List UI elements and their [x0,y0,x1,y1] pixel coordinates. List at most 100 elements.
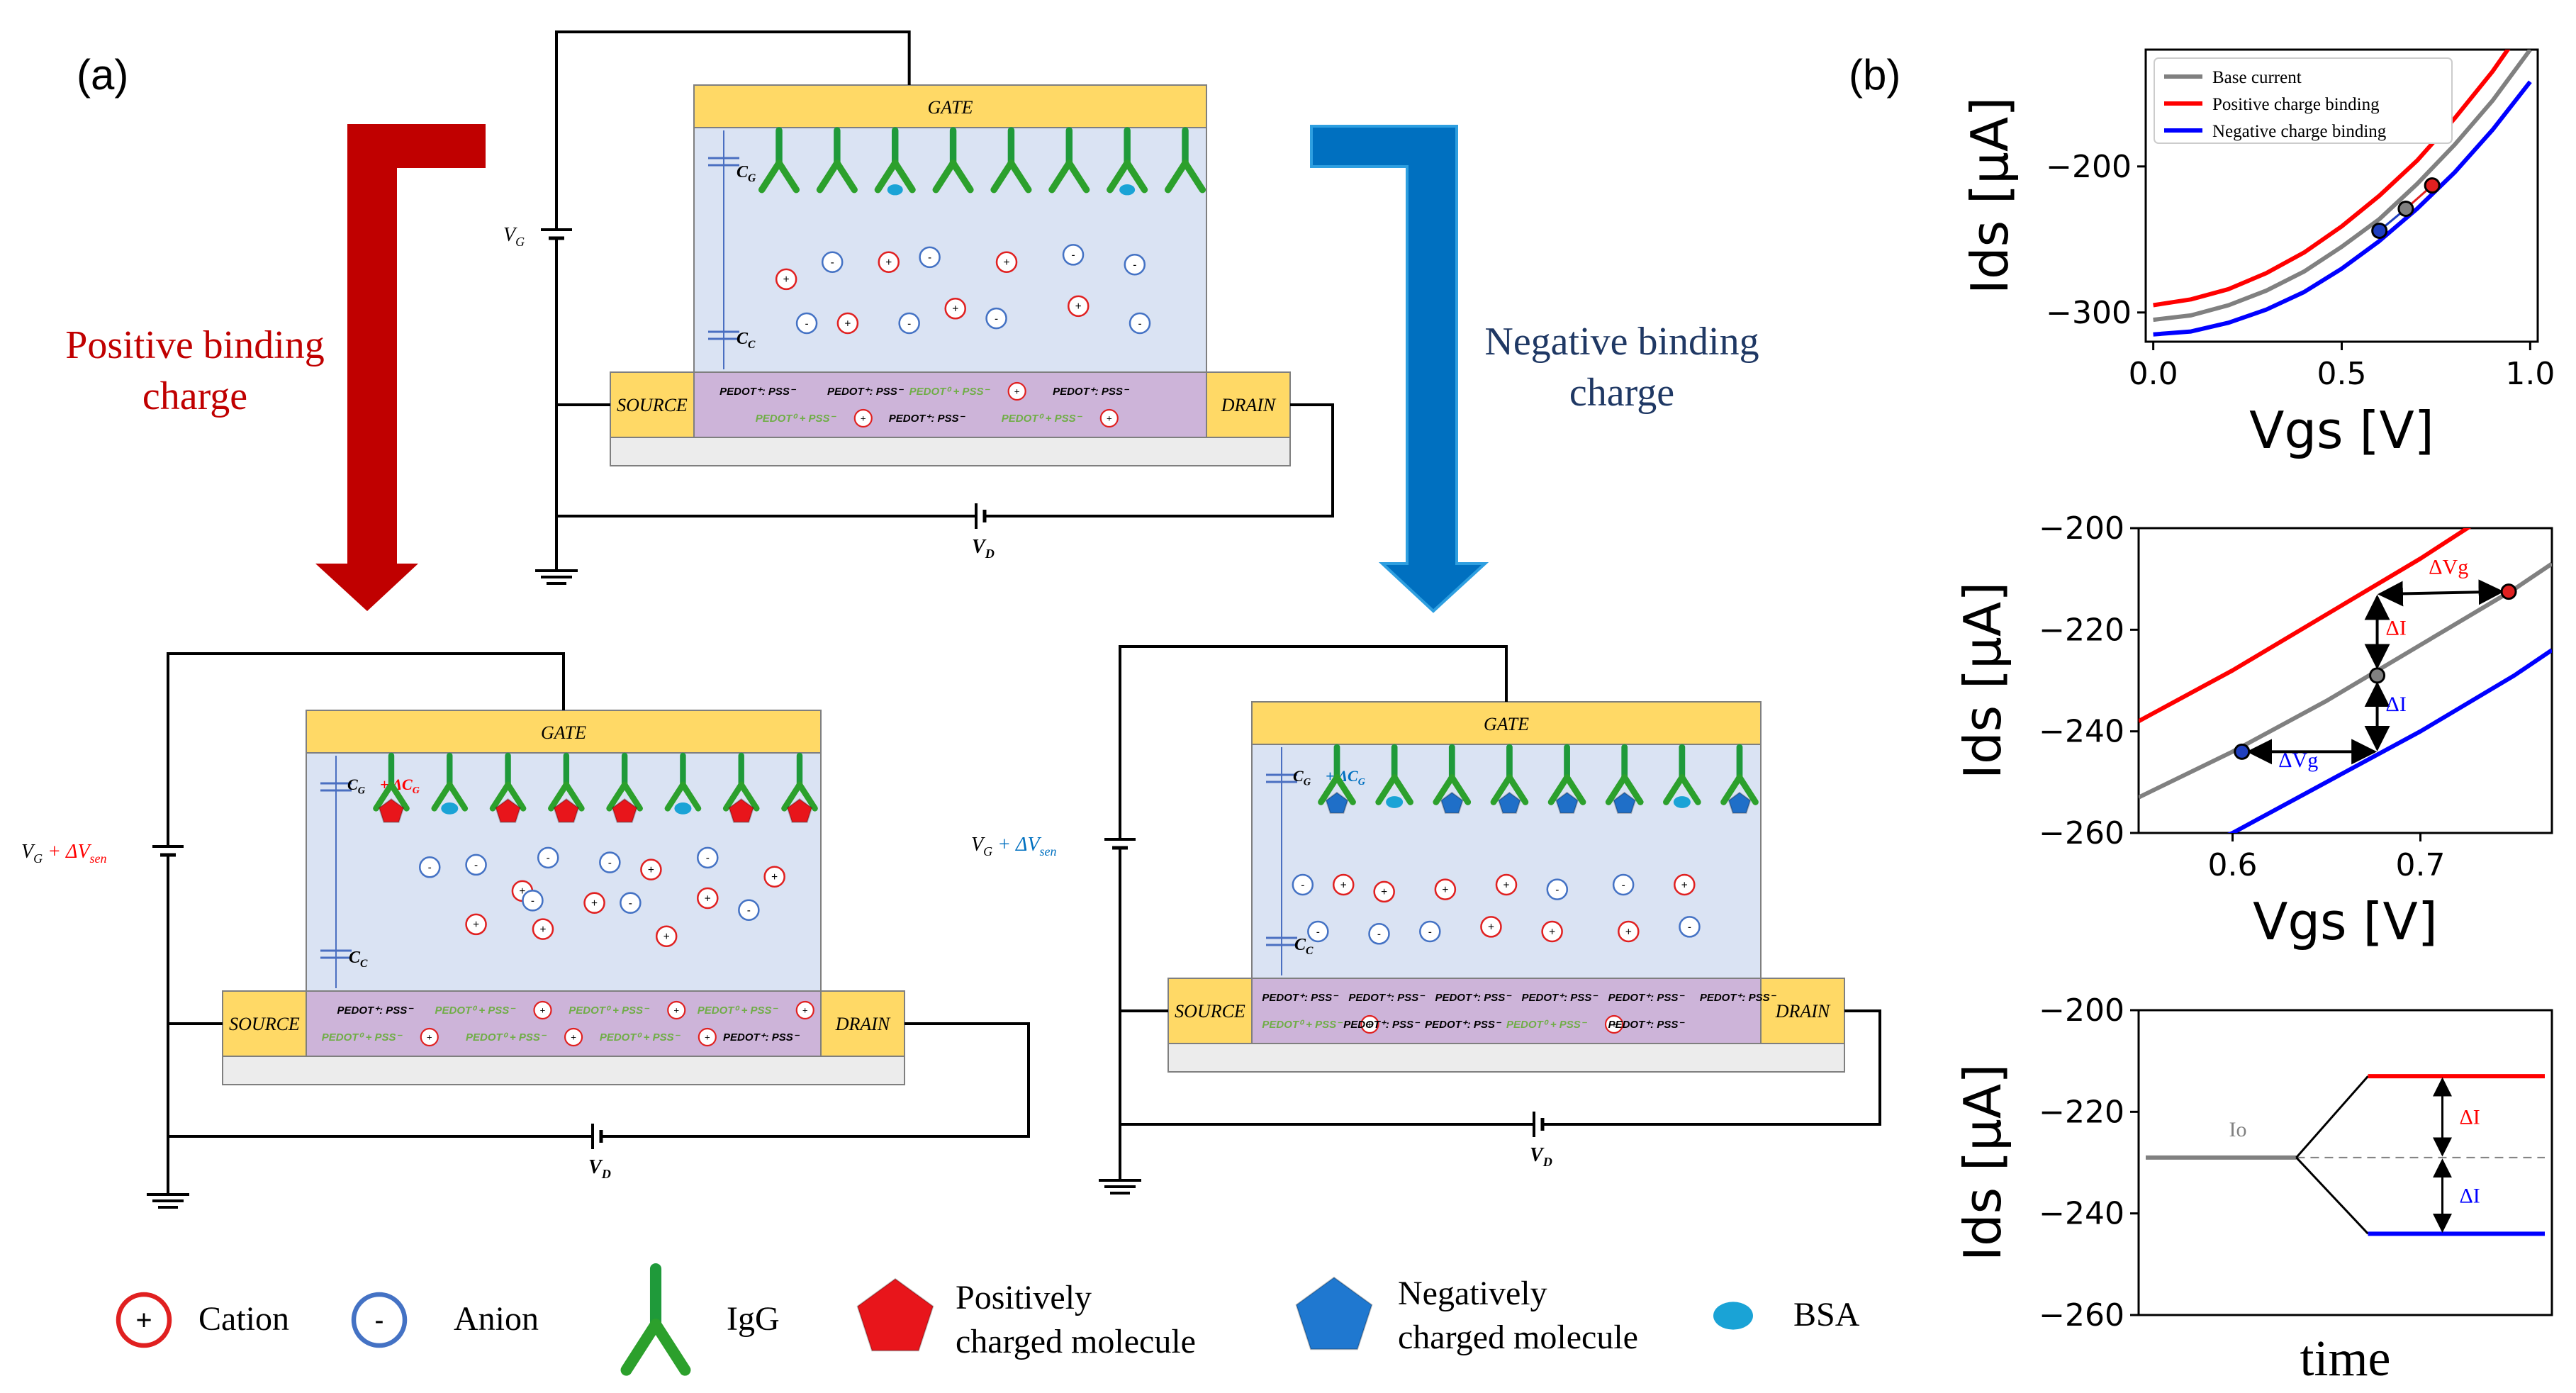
pedot-pss-label: PEDOT⁺: PSS⁻ [1348,992,1426,1004]
cation-ring [1099,408,1119,428]
drain-label: DRAIN [835,1014,891,1034]
anion-ring [1679,916,1701,938]
cation-sign: + [1367,1019,1373,1030]
igg-arm-right [1124,160,1148,194]
legend-positive-molecule-line1: Positively [956,1279,1092,1316]
igg-arm-right [1065,160,1090,194]
cation-ring [1674,873,1696,896]
anion-sign: - [1622,879,1625,891]
cation-icon: + [1495,873,1518,896]
anion-sign: - [1688,922,1691,934]
anion-ring [522,890,544,912]
anion-sign: - [706,852,710,864]
legend-box [2154,57,2453,144]
y-axis-label: Ids [μA] [1953,1064,2012,1262]
cation-sign: + [648,864,654,876]
anion-icon: - [1292,873,1314,896]
positive-molecule [553,798,580,823]
anion-sign: - [1555,884,1559,896]
substrate [222,1056,905,1085]
negative-binding-label-line2: charge [1569,371,1674,415]
x-tick-label: 0.5 [2317,356,2367,392]
y-tick-label: −240 [2039,1196,2124,1232]
anion-sign: - [1301,879,1304,891]
drain-wire [1544,1009,1881,1126]
igg-arm-left [990,160,1015,194]
anion-icon: - [1307,920,1329,943]
cation-icon: + [995,251,1018,274]
anion-icon: - [985,307,1007,330]
anion-icon: - [919,246,941,269]
igg-arm-right [388,781,410,812]
cc-label: CC [1294,936,1314,957]
cation-icon: + [1099,408,1119,428]
pedot-pss-label: PEDOT⁺: PSS⁻ [1343,1019,1421,1031]
gate-label: GATE [927,97,973,118]
transition-line [2295,1075,2369,1158]
negative-molecule [1325,791,1349,814]
anion-icon: - [522,890,544,912]
cation-icon: + [667,1000,686,1020]
cation-ring [655,925,678,947]
pedot-pss-label: PEDOT⁺: PSS⁻ [827,386,905,398]
cation-sign: + [771,871,778,883]
cation-ring [878,251,900,274]
source-electrode [610,371,695,438]
delta-vg-arrow-positive [2377,579,2504,607]
cation-sign: + [539,924,546,936]
cation-icon: + [763,866,785,888]
cation-sign: + [1442,884,1448,896]
anion-icon: - [1368,923,1390,945]
legend-entry: Negative charge binding [2212,122,2387,141]
annotation-delta-i-negative: ΔI [2386,693,2407,716]
cation-sign: + [783,274,790,286]
cation-icon: + [420,1027,439,1047]
gate-label: GATE [1484,714,1529,734]
igg-antibody-icon [373,752,410,812]
anion-sign: - [428,862,432,874]
igg-arm-left [758,160,783,194]
anion-ring [465,854,487,876]
bsa-icon [1386,796,1404,808]
igg-arm-left [932,160,957,194]
pedot0-label: PEDOT⁰ + PSS⁻ [1002,413,1083,425]
vg-label: VG [503,224,525,249]
igg-arm-left [1164,160,1189,194]
igg-arm-right [1506,774,1529,805]
anion-sign: - [995,313,998,325]
capacitor-icon [708,157,739,167]
positive-molecule [495,798,521,823]
igg-antibody-icon [1547,744,1586,805]
ground-symbol [535,569,578,585]
pedot-pss-label: PEDOT⁺: PSS⁻ [723,1031,800,1044]
anion-sign: - [1071,250,1075,262]
cation-sign: + [1611,1019,1617,1030]
igg-antibody-icon [620,1263,691,1376]
annotation-delta-i-negative: ΔI [2460,1185,2480,1208]
anion-ring [821,251,844,274]
cation-ring [775,268,797,291]
pedot-channel [610,371,1291,438]
source-electrode [1167,978,1253,1044]
capacitor-icon [1266,773,1297,783]
igg-antibody-icon [1490,744,1529,805]
igg-arm-right [949,160,974,194]
igg-arm-left [1048,160,1073,194]
igg-arm-left [1490,774,1513,805]
gate-wire [1119,645,1508,839]
capacitor-icon [1266,936,1297,946]
anion-ring [620,892,642,914]
source-electrode [222,990,307,1057]
cation-sign: + [1340,879,1347,891]
cation-ring [1541,920,1563,943]
cation-sign: + [1681,879,1688,891]
data-point [2371,222,2388,239]
anion-sign: - [831,257,834,269]
igg-arm-right [738,781,760,812]
pedot-channel [1167,978,1845,1044]
anion-icon: - [1124,253,1146,276]
igg-antibody-icon [1605,744,1644,805]
anion-sign: - [928,252,931,264]
ground-symbol [147,1193,189,1209]
igg-arm-right [680,781,702,812]
